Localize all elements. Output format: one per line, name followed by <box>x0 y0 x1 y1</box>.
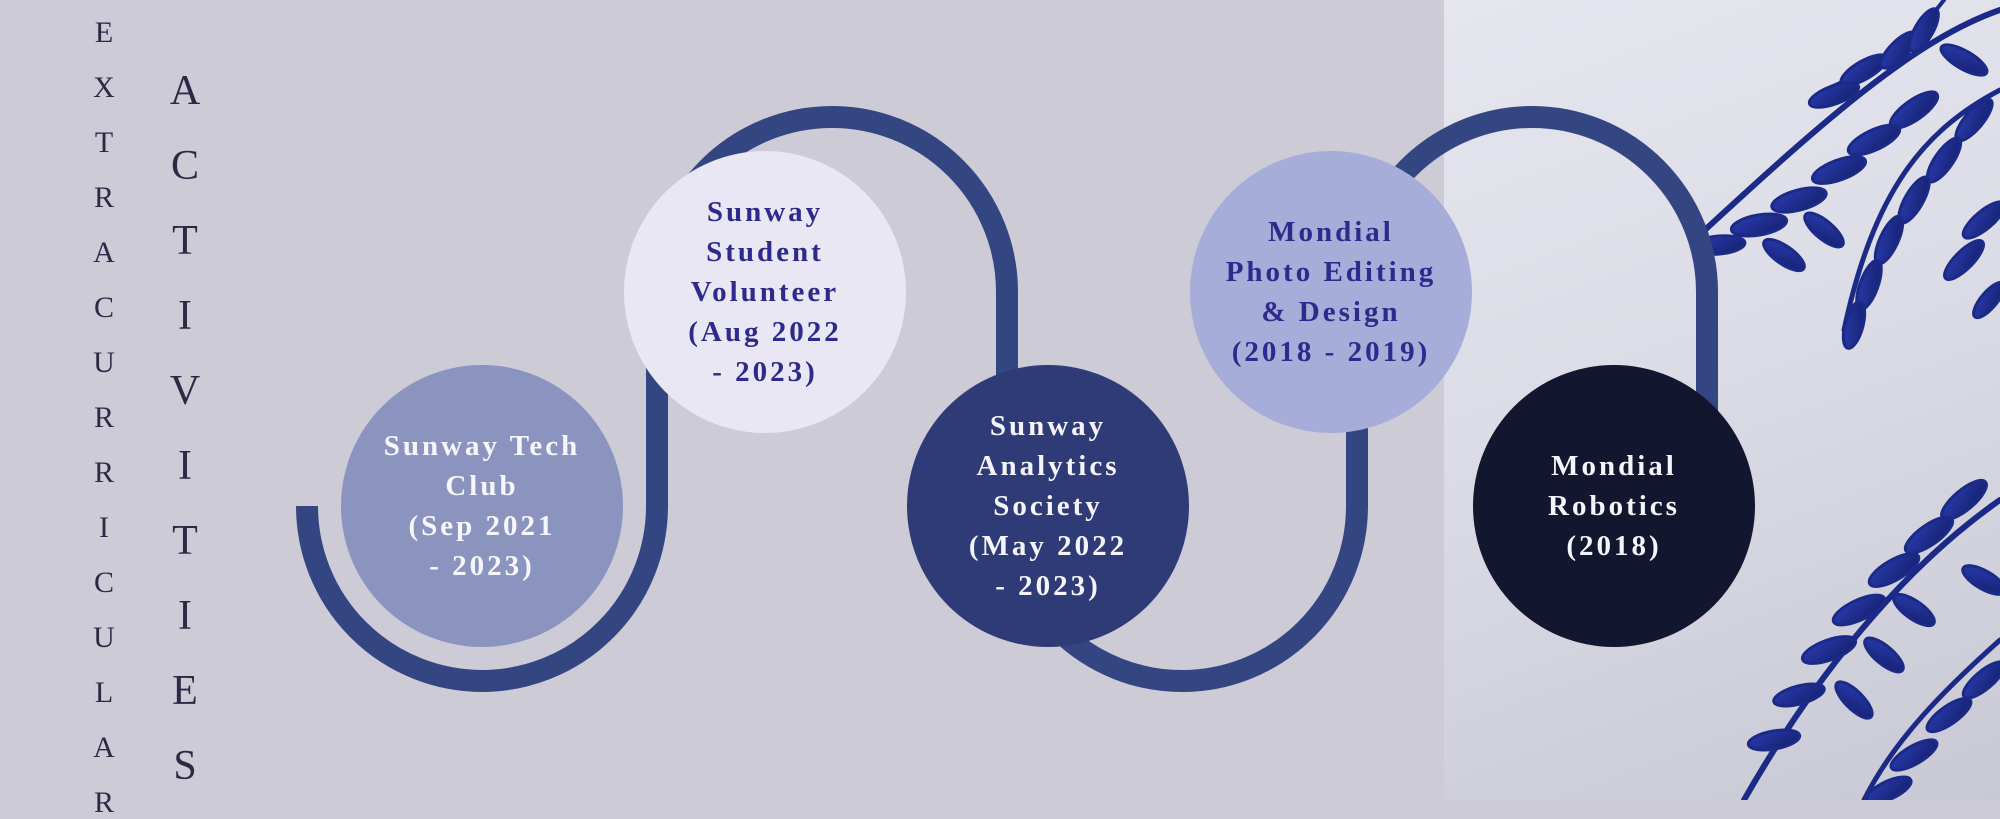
title-letter: U <box>93 346 115 379</box>
activity-node-mondial-photo-editing: Mondial Photo Editing & Design (2018 - 2… <box>1190 151 1472 433</box>
activity-node-sunway-student-volunteer: Sunway Student Volunteer (Aug 2022 - 202… <box>624 151 906 433</box>
activity-label: Sunway Tech Club (Sep 2021 - 2023) <box>383 430 581 582</box>
activity-node-mondial-robotics: Mondial Robotics (2018) <box>1473 365 1755 647</box>
activity-label: Sunway Student Volunteer (Aug 2022 - 202… <box>688 196 842 388</box>
title-letter: T <box>172 218 198 264</box>
activity-label: Sunway Analytics Society (May 2022 - 202… <box>968 410 1128 602</box>
title-letter: S <box>173 743 197 789</box>
title-letter: A <box>169 68 201 114</box>
lavender-illustration <box>1691 0 2000 800</box>
title-letter: R <box>93 401 114 434</box>
title-letter: A <box>93 236 115 269</box>
title-letter: I <box>99 511 109 544</box>
title-letter: A <box>93 731 115 764</box>
title-letter: U <box>93 621 115 654</box>
activity-node-sunway-analytics-society: Sunway Analytics Society (May 2022 - 202… <box>907 365 1189 647</box>
title-letter: C <box>93 291 114 324</box>
title-letter: R <box>93 456 114 489</box>
title-letter: L <box>94 676 114 709</box>
title-letter: T <box>94 126 114 159</box>
title-letter: I <box>178 443 192 489</box>
title-letter: I <box>178 593 192 639</box>
title-letter: R <box>93 181 114 214</box>
title-letter: T <box>172 518 198 564</box>
title-letter: C <box>170 143 199 189</box>
title-letter: V <box>169 368 201 414</box>
activity-label: Mondial Robotics (2018) <box>1548 450 1680 562</box>
activity-label: Mondial Photo Editing & Design (2018 - 2… <box>1225 216 1437 368</box>
activity-node-sunway-tech-club: Sunway Tech Club (Sep 2021 - 2023) <box>341 365 623 647</box>
title-letter: I <box>178 293 192 339</box>
title-letter: E <box>172 668 198 714</box>
title-letter: C <box>93 566 114 599</box>
title-letter: X <box>93 71 115 104</box>
title-letter: E <box>94 16 114 49</box>
